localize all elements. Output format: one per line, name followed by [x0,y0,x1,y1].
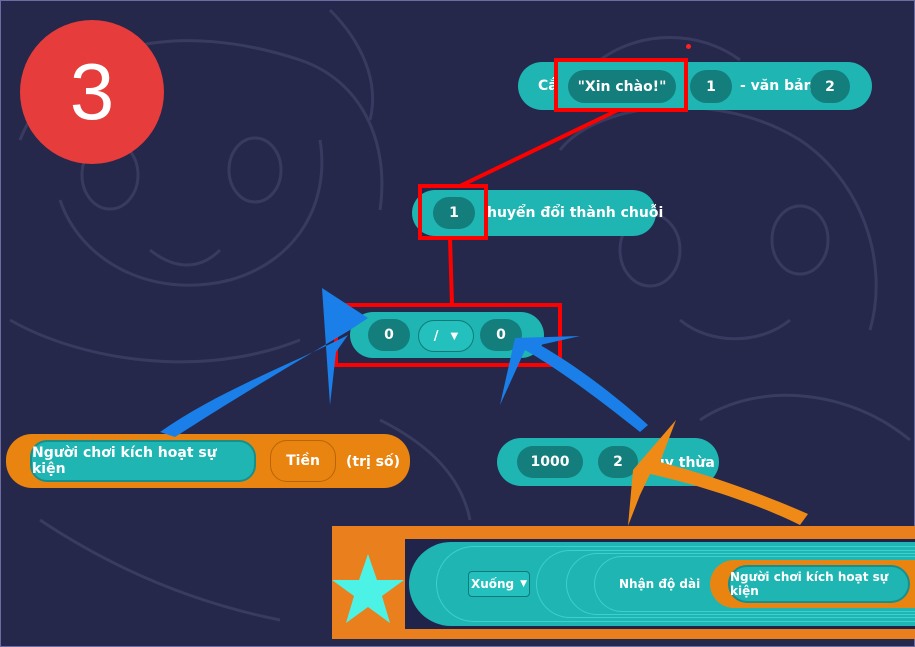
star-tile[interactable] [332,540,405,630]
operator-dropdown[interactable]: / ▼ [418,320,474,352]
star-icon [332,554,404,623]
connector-line-top [459,108,619,188]
stack-nested-3 [566,553,915,615]
start-index-slot[interactable]: 1 [690,70,732,103]
blue-arrow-right [500,336,648,432]
step-number-badge: 3 [20,20,164,164]
operator-value: / [433,328,439,344]
stack-event-player-slot[interactable]: Người chơi kích hoạt sự kiện [728,565,910,603]
text-input-slot[interactable]: "Xin chào!" [568,70,676,103]
orange-arrow [628,420,808,526]
blue-arrow-left [160,288,368,437]
convert-label: huyển đổi thành chuỗi [487,205,664,221]
direction-dropdown[interactable]: Xuống ▼ [468,571,530,597]
get-length-label: Nhận độ dài [619,577,701,591]
stack-nested-1 [436,546,915,622]
red-dot [686,44,691,49]
highlight-convert-slot [418,184,488,240]
event-player-label: Người chơi kích hoạt sự kiện [32,445,217,477]
power-base-slot[interactable]: 1000 [517,446,583,478]
stack-nested-2 [536,550,915,618]
direction-value: Xuống [470,577,515,591]
substring-prefix-label: Cắ [538,78,558,94]
power-exponent-slot[interactable]: 2 [598,446,638,478]
dropdown-arrow-icon: ▼ [450,330,459,342]
dropdown-arrow-icon: ▼ [520,579,528,589]
stack-event-player-label: Người chơi kích hoạt sự kiện [730,570,889,598]
money-field-slot[interactable]: Tiền [270,440,336,482]
get-length-block[interactable] [594,556,915,612]
end-index-slot[interactable]: 2 [810,70,850,103]
value-suffix-label: (trị số) [346,454,401,470]
substring-mid-label: - văn bản [740,78,814,94]
connector-line-mid [448,237,454,306]
highlight-text-slot [554,58,688,112]
money-field-label: Tiền [286,453,320,469]
event-player-slot[interactable]: Người chơi kích hoạt sự kiện [30,440,256,482]
math-left-slot[interactable]: 0 [368,319,410,351]
convert-value-slot[interactable]: 1 [433,197,475,229]
